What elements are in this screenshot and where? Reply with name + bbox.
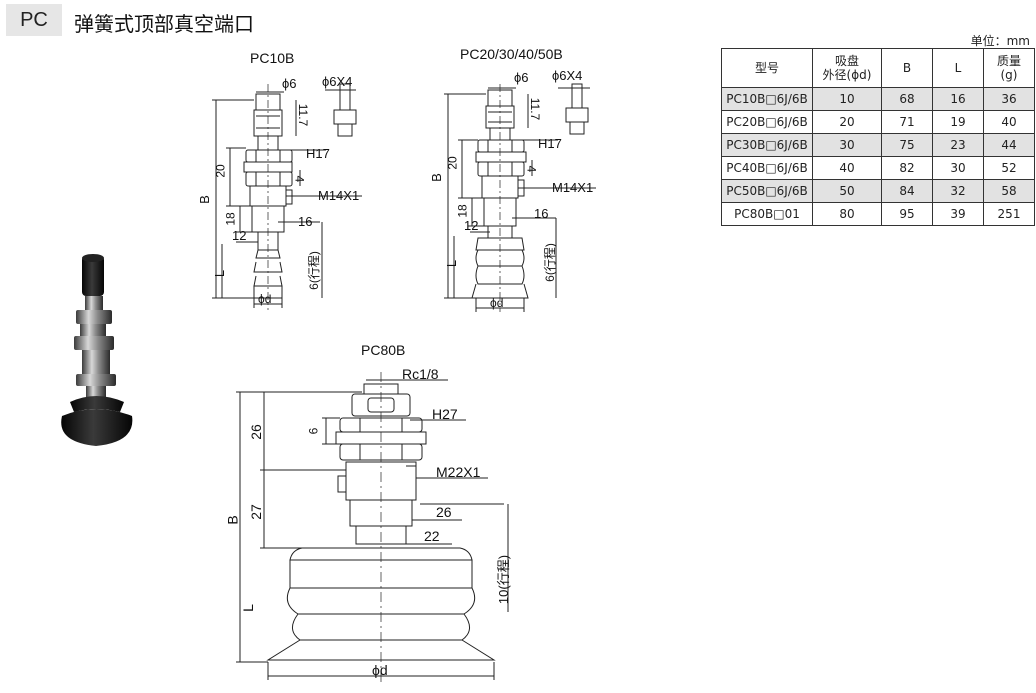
cell-mass: 36	[983, 87, 1035, 111]
cell-b: 68	[881, 87, 933, 111]
pc20-dim-stroke: 6(行程)	[542, 243, 557, 282]
header-diameter-line1: 吸盘	[834, 53, 859, 68]
pc20-dim-b: B	[428, 173, 444, 182]
cell-diameter: 10	[812, 87, 882, 111]
pc20-dim-l: L	[444, 259, 460, 268]
pc80b-dim-26: 26	[247, 424, 264, 440]
pc10b-dim-4: 4	[292, 175, 307, 183]
pc20-label: PC20/30/40/50B	[460, 46, 563, 62]
pc20-dim-16: 16	[534, 206, 549, 221]
pc80b-dim-w26: 26	[436, 504, 452, 520]
pc20-dim-d6: ϕ6	[514, 70, 529, 85]
cell-mass: 52	[983, 156, 1035, 180]
pc80b-dim-27: 27	[247, 504, 264, 520]
header-mass-line2: (g)	[1000, 68, 1018, 82]
header-l: L	[932, 48, 984, 88]
cell-mass: 44	[983, 133, 1035, 157]
pc10b-dim-16: 16	[298, 214, 313, 229]
page-title: 弹簧式顶部真空端口	[74, 12, 254, 36]
header-b: B	[881, 48, 933, 88]
cell-l: 32	[932, 179, 984, 203]
cell-mass: 251	[983, 202, 1035, 226]
pc20-dim-20: 20	[445, 156, 460, 170]
pc10b-dim-20: 20	[213, 164, 228, 178]
cell-l: 19	[932, 110, 984, 134]
cell-l: 23	[932, 133, 984, 157]
cell-model: PC30B□6J/6B	[721, 133, 813, 157]
pc80b-dim-stroke: 10(行程)	[496, 554, 512, 605]
pc80b-dim-6: 6	[306, 427, 321, 435]
pc80b-dim-l: L	[239, 604, 256, 612]
pc10b-dim-phid: ϕd	[258, 292, 272, 306]
header-diameter: 吸盘外径(ϕd)	[812, 48, 882, 88]
pc10b-dim-d6x4: ϕ6X4	[322, 74, 353, 89]
pc80b-label: PC80B	[361, 342, 406, 358]
cell-model: PC50B□6J/6B	[721, 179, 813, 203]
pc20-dim-phid: ϕd	[490, 296, 504, 310]
header-diameter-line2: 外径(ϕd)	[822, 68, 872, 82]
pc20-dim-m14: M14X1	[552, 180, 594, 195]
pc20-dim-12: 12	[464, 218, 479, 233]
pc20-dim-11-7: 11.7	[528, 97, 543, 121]
table-row: PC50B□6J/6B 50 84 32 58	[721, 179, 1035, 203]
series-code-badge: PC	[6, 4, 62, 36]
pc20-dim-4: 4	[524, 165, 539, 173]
pc80b-dim-b: B	[224, 515, 241, 525]
pc20-drawing	[444, 83, 596, 312]
cell-b: 84	[881, 179, 933, 203]
unit-label: 单位：mm	[970, 34, 1030, 48]
pc80b-dim-rc: Rc1/8	[402, 366, 439, 382]
table-row: PC40B□6J/6B 40 82 30 52	[721, 156, 1035, 180]
pc80b-dim-w22: 22	[424, 528, 440, 544]
table-header-row: 型号 吸盘外径(ϕd) B L 质量(g)	[721, 48, 1035, 88]
pc80b-dim-h27: H27	[432, 406, 458, 422]
cell-b: 75	[881, 133, 933, 157]
cell-b: 82	[881, 156, 933, 180]
series-code: PC	[20, 8, 48, 31]
cell-diameter: 80	[812, 202, 882, 226]
cell-model: PC80B□01	[721, 202, 813, 226]
cell-l: 30	[932, 156, 984, 180]
cell-diameter: 20	[812, 110, 882, 134]
table-row: PC10B□6J/6B 10 68 16 36	[721, 87, 1035, 111]
cell-diameter: 50	[812, 179, 882, 203]
cell-l: 39	[932, 202, 984, 226]
cell-l: 16	[932, 87, 984, 111]
cell-diameter: 40	[812, 156, 882, 180]
pc10b-dim-d6: ϕ6	[282, 76, 297, 91]
header-model: 型号	[721, 48, 813, 88]
pc80b-drawing	[236, 372, 509, 686]
cell-model: PC20B□6J/6B	[721, 110, 813, 134]
table-row: PC30B□6J/6B 30 75 23 44	[721, 133, 1035, 157]
header-mass: 质量(g)	[983, 48, 1035, 88]
pc10b-label: PC10B	[250, 50, 295, 66]
pc20-dim-18: 18	[455, 204, 470, 218]
cell-mass: 40	[983, 110, 1035, 134]
pc10b-dim-11-7: 11.7	[296, 103, 311, 127]
cell-b: 95	[881, 202, 933, 226]
pc10b-dim-l: L	[212, 269, 228, 278]
pc80b-dim-phid: ϕd	[372, 662, 388, 678]
pc10b-dim-m14: M14X1	[318, 188, 360, 203]
table-row: PC80B□01 80 95 39 251	[721, 202, 1035, 226]
cell-mass: 58	[983, 179, 1035, 203]
pc10b-dim-12: 12	[232, 228, 247, 243]
product-photo	[61, 254, 133, 446]
pc20-dim-h17: H17	[538, 136, 562, 151]
pc10b-dim-h17: H17	[306, 146, 330, 161]
pc10b-dim-b: B	[196, 195, 212, 204]
pc20-dim-d6x4: ϕ6X4	[552, 68, 583, 83]
cell-model: PC40B□6J/6B	[721, 156, 813, 180]
pc10b-dim-stroke: 6(行程)	[306, 251, 321, 290]
pc10b-dim-18: 18	[223, 212, 238, 226]
pc80b-dim-m22: M22X1	[436, 464, 481, 480]
spec-table: 型号 吸盘外径(ϕd) B L 质量(g) PC10B□6J/6B 10 68 …	[721, 48, 1035, 226]
cell-b: 71	[881, 110, 933, 134]
table-row: PC20B□6J/6B 20 71 19 40	[721, 110, 1035, 134]
cell-model: PC10B□6J/6B	[721, 87, 813, 111]
cell-diameter: 30	[812, 133, 882, 157]
header-mass-line1: 质量	[996, 53, 1021, 68]
